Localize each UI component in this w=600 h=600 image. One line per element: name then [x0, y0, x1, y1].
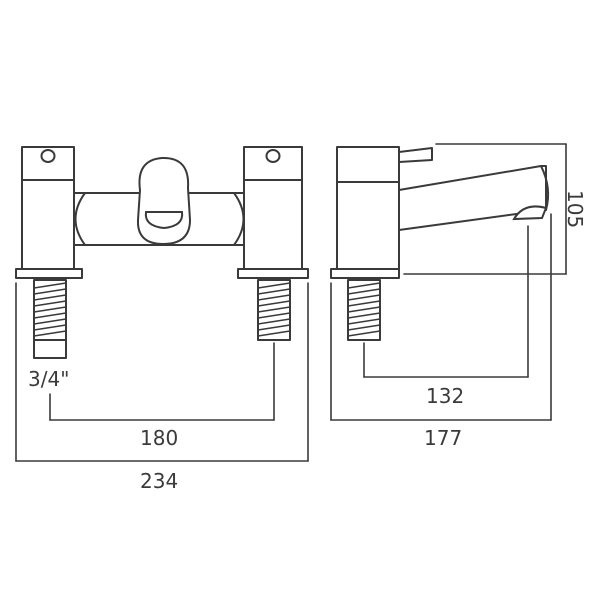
diverter-outlet	[144, 211, 184, 230]
reach-label: 132	[426, 384, 464, 408]
right-thread-lines	[257, 282, 291, 337]
left-tail	[33, 279, 67, 359]
pipe-size-label: 3/4"	[28, 367, 69, 391]
side-spout	[398, 165, 550, 231]
body-left-cap	[73, 192, 86, 246]
height-label: 105	[563, 190, 587, 228]
left-valve-body	[21, 146, 75, 270]
left-valve	[15, 146, 83, 279]
right-valve-flange	[237, 268, 309, 279]
centers-label: 180	[140, 426, 178, 450]
right-valve-body	[243, 146, 303, 270]
overall-width-label: 234	[140, 469, 178, 493]
spout-outlet	[512, 205, 548, 221]
right-valve-indicator	[265, 149, 281, 163]
front-dimension-lines	[15, 282, 309, 462]
body-right-cap	[233, 192, 245, 246]
left-tail-end	[33, 339, 67, 359]
side-thread-outline	[347, 279, 381, 341]
side-view: 105 132 177	[330, 143, 587, 450]
right-tail	[257, 279, 291, 341]
right-thread-outline	[257, 279, 291, 341]
side-lever	[398, 147, 433, 163]
depth-label: 177	[424, 426, 462, 450]
side-thread-lines	[347, 282, 381, 337]
spout-outline	[398, 165, 547, 231]
left-thread-lines	[33, 282, 67, 337]
right-valve	[237, 146, 309, 279]
side-dimension-lines	[330, 143, 567, 421]
left-valve-flange	[15, 268, 83, 279]
side-tail	[347, 279, 381, 341]
front-view: 3/4" 180 234	[15, 146, 309, 493]
diverter-knob	[136, 156, 192, 246]
side-valve-flange	[330, 268, 400, 279]
diverter-knob-body	[136, 156, 192, 246]
spout-end-curve	[540, 165, 550, 211]
side-valve-body	[336, 146, 400, 270]
left-valve-indicator	[40, 149, 56, 163]
